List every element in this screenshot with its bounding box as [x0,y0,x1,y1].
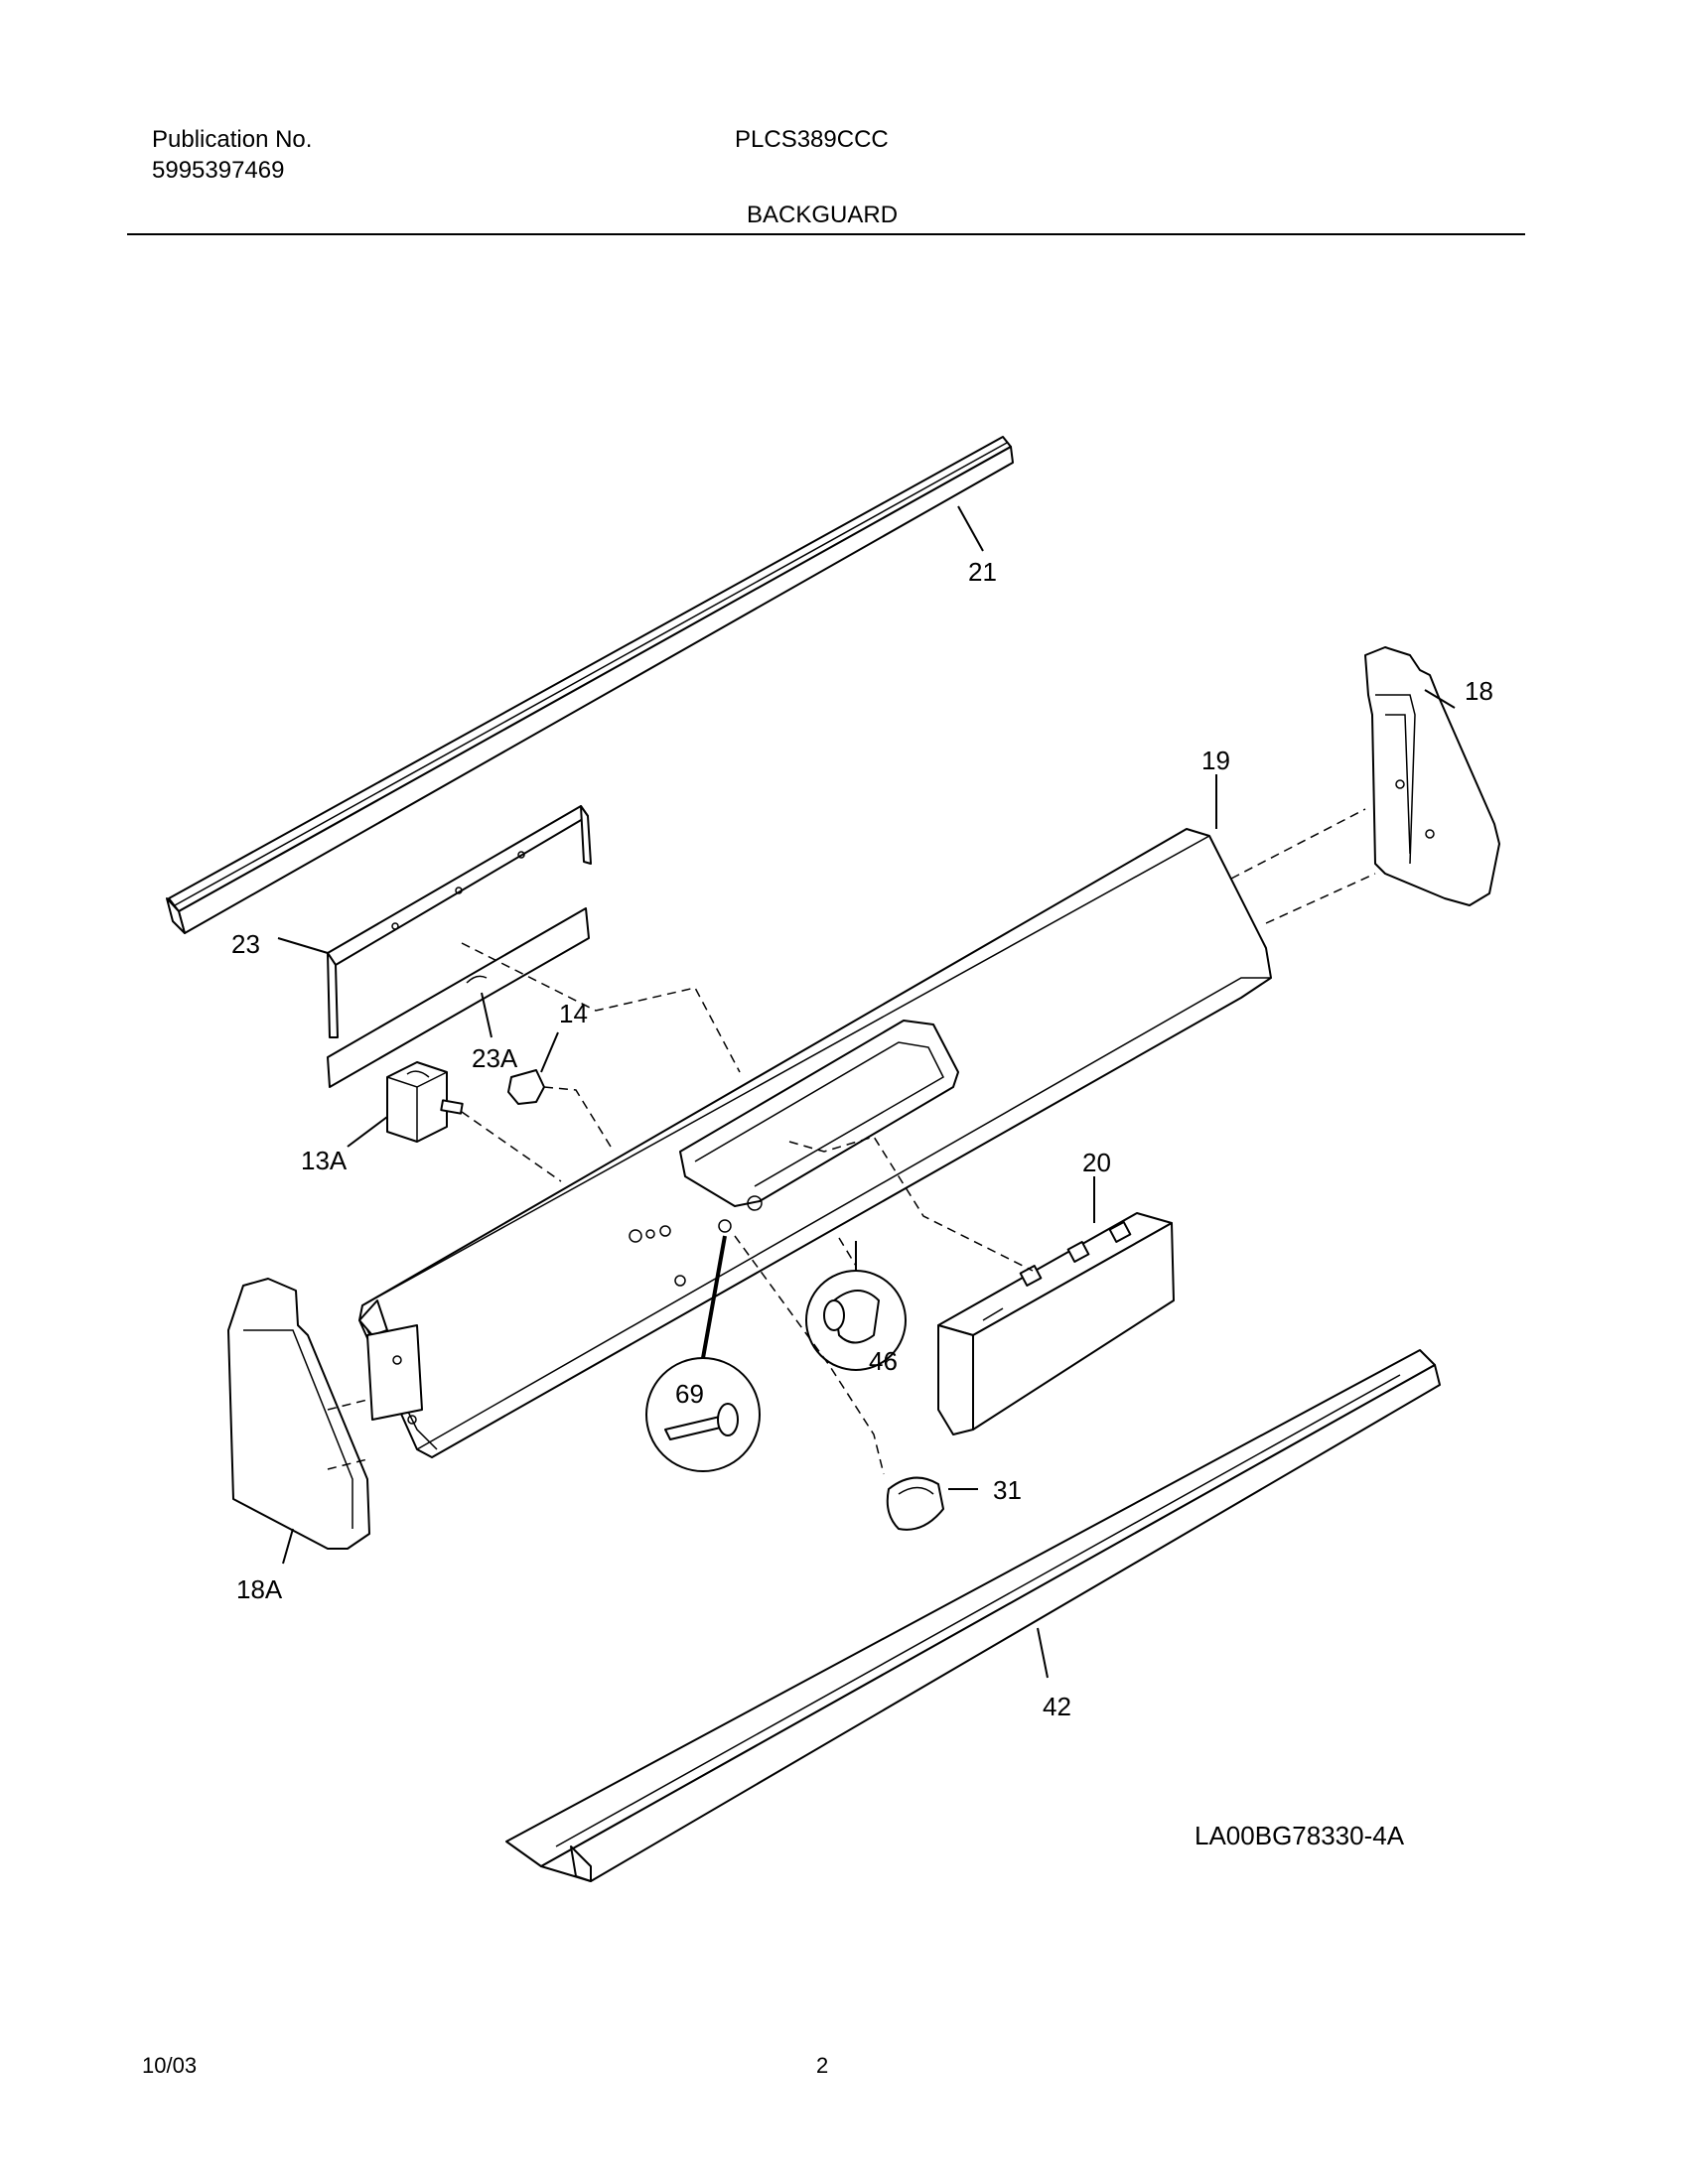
page-number: 2 [816,2053,829,2078]
callout-23a: 23A [472,1043,518,1073]
part-21-top-trim [166,436,1014,934]
publication-label: Publication No. [152,126,313,153]
callout-42: 42 [1043,1692,1071,1721]
part-18a-left-endcap [227,1278,370,1550]
leader-lines [277,505,1456,1679]
callout-14: 14 [559,999,588,1028]
part-19-backguard-panel [358,828,1272,1458]
part-13a-switch [386,1061,464,1143]
part-23-bracket [327,805,592,1038]
header-rule [127,233,1525,235]
section-title: BACKGUARD [747,202,899,228]
callout-20: 20 [1082,1148,1111,1177]
part-14-clip [507,1069,545,1105]
callout-21: 21 [968,557,997,587]
callout-46: 46 [869,1346,898,1376]
model-number: PLCS389CCC [735,126,889,153]
callout-18: 18 [1465,676,1493,706]
detail-69-screw [645,1357,761,1472]
assembly-lines [327,808,1376,1475]
part-20-electronic-control [937,1212,1175,1435]
callout-13a: 13A [301,1146,348,1175]
part-18-right-endcap [1364,646,1500,906]
callout-19: 19 [1201,746,1230,775]
part-23a-strip [327,907,590,1088]
callout-23: 23 [231,929,260,959]
part-42-bottom-trim [505,1349,1441,1882]
callout-31: 31 [993,1475,1022,1505]
publication-date: 10/03 [142,2053,198,2078]
drawing-id: LA00BG78330-4A [1195,1821,1405,1850]
publication-number: 5995397469 [152,157,285,184]
part-31-knob [886,1476,944,1531]
callout-69: 69 [675,1379,704,1409]
callout-18a: 18A [236,1574,283,1604]
